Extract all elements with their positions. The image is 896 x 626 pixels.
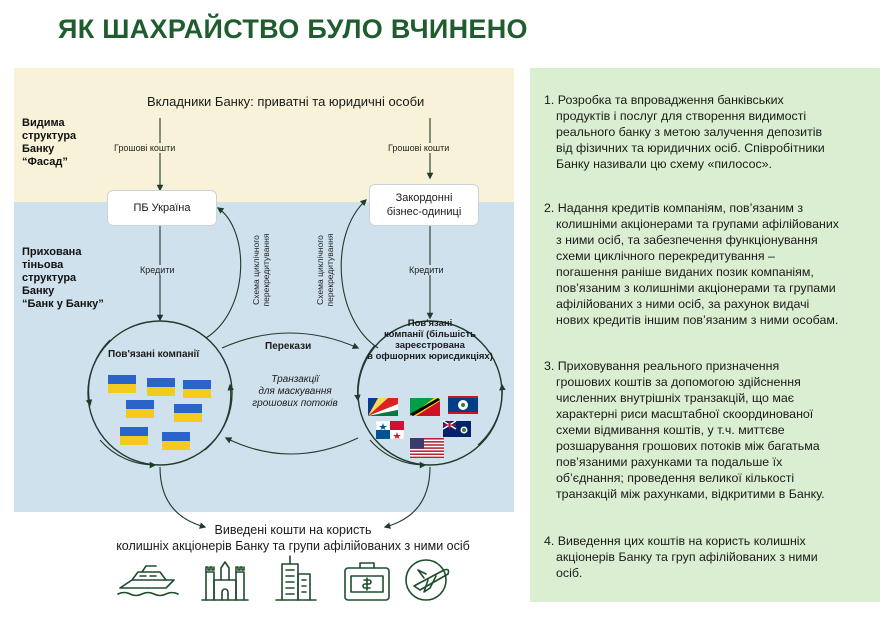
castle-icon <box>201 561 249 601</box>
step-4: 4. Виведення цих коштів на користь колиш… <box>544 534 818 580</box>
yacht-icon <box>117 565 179 597</box>
cash-label-right: Грошові кошти <box>386 143 452 153</box>
airplane-icon <box>405 559 450 601</box>
step-3: 3. Приховування реального призначення гр… <box>544 359 825 501</box>
step-2: 2. Надання кредитів компаніям, пов’язани… <box>544 201 839 327</box>
withdrawn-funds-label: Виведені кошти на користь колишніх акціо… <box>116 523 470 553</box>
related-companies-right: Пов'язані компанії (більшість зареєстров… <box>367 318 493 362</box>
steps-panel: 1. Розробка та впровадження банківських … <box>530 68 880 602</box>
facade-zone <box>14 68 514 202</box>
transfers-label: Перекази <box>265 341 312 352</box>
depositors-label: Вкладники Банку: приватні та юридичні ос… <box>147 94 425 109</box>
masking-label: Транзакції для маскування грошових поток… <box>252 374 338 409</box>
ukraine-flags-icon <box>108 375 211 450</box>
credits-label-left: Кредити <box>138 265 177 275</box>
related-companies-left: Пов'язані компанії <box>108 349 200 360</box>
step-1: 1. Розробка та впровадження банківських … <box>544 93 825 171</box>
pb-ukraine-box: ПБ Україна <box>107 190 217 226</box>
skyscraper-icon <box>275 555 317 601</box>
offshore-flags-icon <box>368 396 478 458</box>
credits-label-right: Кредити <box>407 265 446 275</box>
cash-label-left: Грошові кошти <box>112 143 178 153</box>
page-title: ЯК ШАХРАЙСТВО БУЛО ВЧИНЕНО <box>58 14 528 44</box>
cash-briefcase-icon <box>344 562 390 601</box>
